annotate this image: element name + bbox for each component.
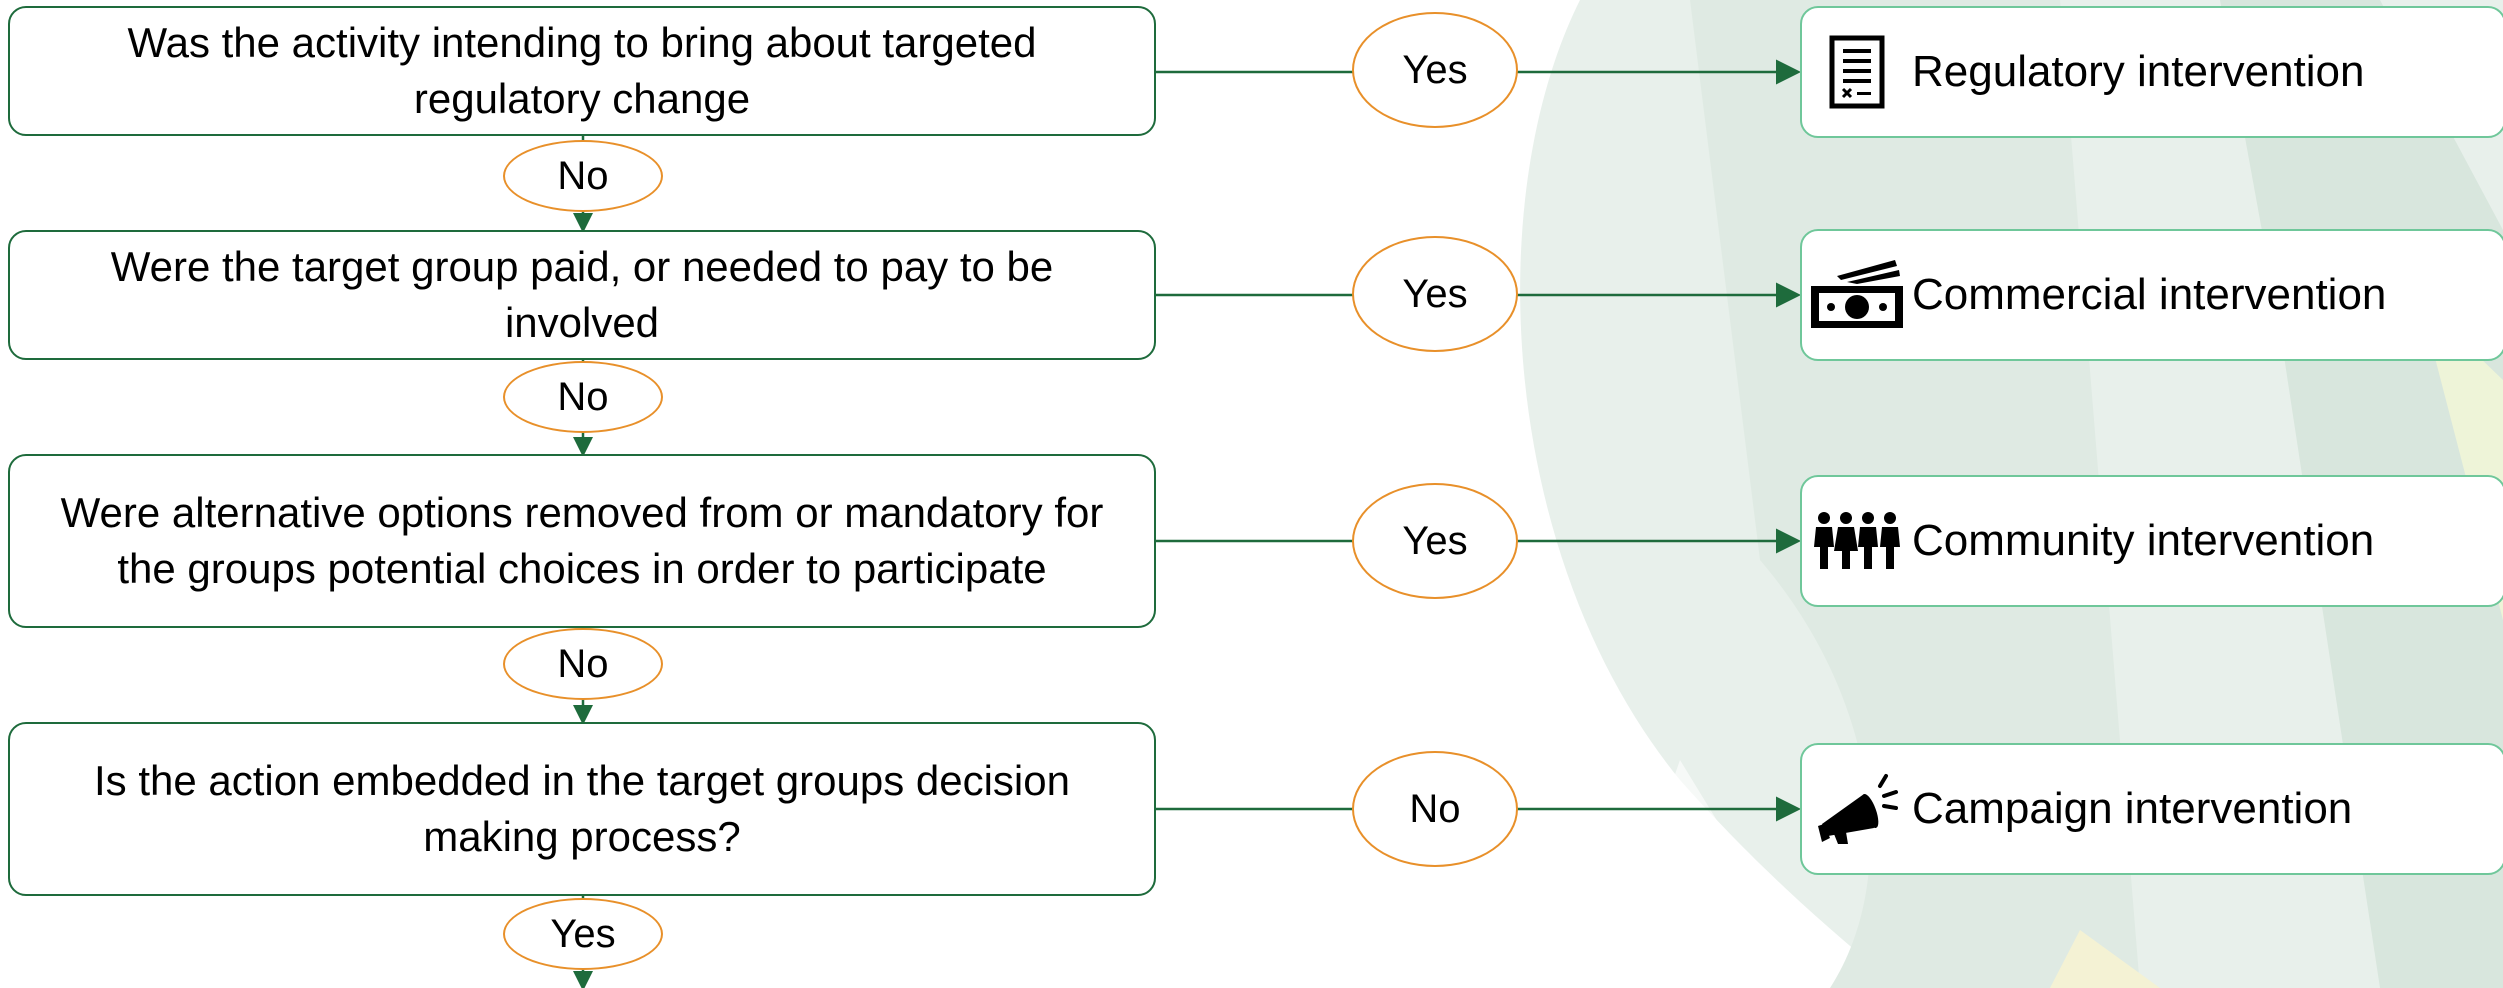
result-box-campaign: Campaign intervention bbox=[1800, 743, 2503, 875]
result-label-campaign: Campaign intervention bbox=[1912, 784, 2353, 833]
question-text-3: Were alternative options removed from or… bbox=[60, 489, 1104, 592]
side-label-3: Yes bbox=[1352, 483, 1518, 599]
question-box-4: Is the action embedded in the target gro… bbox=[8, 722, 1156, 896]
result-label-community: Community intervention bbox=[1912, 516, 2375, 565]
question-text-4: Is the action embedded in the target gro… bbox=[94, 757, 1070, 860]
question-text-2: Were the target group paid, or needed to… bbox=[110, 243, 1054, 346]
question-box-1: Was the activity intending to bring abou… bbox=[8, 6, 1156, 136]
question-box-3: Were alternative options removed from or… bbox=[8, 454, 1156, 628]
question-box-2: Were the target group paid, or needed to… bbox=[8, 230, 1156, 360]
megaphone-icon bbox=[1802, 772, 1912, 846]
result-box-regulatory: Regulatory intervention bbox=[1800, 6, 2503, 138]
question-text-1: Was the activity intending to bring abou… bbox=[127, 19, 1037, 122]
result-label-commercial: Commercial intervention bbox=[1912, 270, 2387, 319]
side-label-2: Yes bbox=[1352, 236, 1518, 352]
down-label-3: No bbox=[503, 628, 663, 700]
result-box-commercial: Commercial intervention bbox=[1800, 229, 2503, 361]
side-label-4: No bbox=[1352, 751, 1518, 867]
result-box-community: Community intervention bbox=[1800, 475, 2503, 607]
down-label-4: Yes bbox=[503, 898, 663, 970]
down-label-2: No bbox=[503, 361, 663, 433]
people-icon bbox=[1802, 511, 1912, 571]
result-label-regulatory: Regulatory intervention bbox=[1912, 47, 2365, 96]
down-label-1: No bbox=[503, 140, 663, 212]
money-icon bbox=[1802, 258, 1912, 332]
document-icon bbox=[1802, 35, 1912, 109]
side-label-1: Yes bbox=[1352, 12, 1518, 128]
